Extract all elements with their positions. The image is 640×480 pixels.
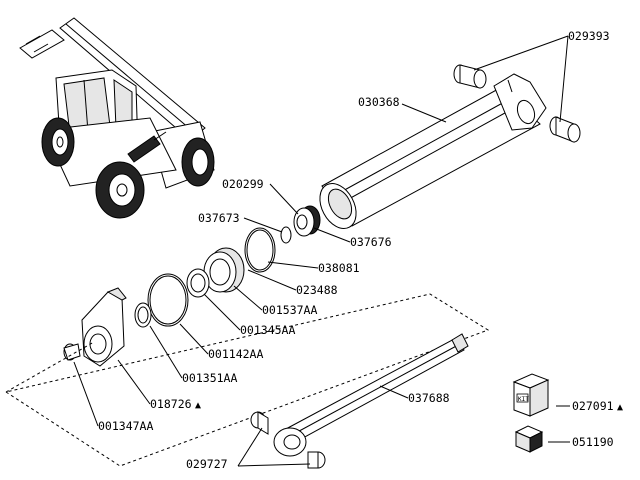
part-label-p001537: 001537AA xyxy=(262,303,317,317)
rod-assembly-boundary xyxy=(4,293,490,467)
kit-label: KIT xyxy=(518,396,529,403)
piston-rod xyxy=(250,333,469,469)
part-label-p023488: 023488 xyxy=(296,283,338,297)
part-label-p029393: 029393 xyxy=(568,29,610,43)
cylinder-barrel xyxy=(319,73,547,229)
seal-components xyxy=(134,205,321,328)
part-label-p001142: 001142AA xyxy=(208,347,263,361)
triangle-marker-icon: ▲ xyxy=(617,402,623,413)
part-label-p051190: 051190 xyxy=(572,435,614,449)
telehandler-illustration xyxy=(19,17,215,219)
leader-line-p001351 xyxy=(149,325,183,379)
leader-line-p037676 xyxy=(313,227,351,243)
leader-line-p037673 xyxy=(243,217,283,233)
leader-line-p020299 xyxy=(269,183,299,215)
leader-line-p029393 xyxy=(559,35,569,123)
bushing-pair-top xyxy=(453,64,581,143)
leader-line-p029393 xyxy=(473,35,569,71)
part-label-p037673: 037673 xyxy=(198,211,240,225)
part-label-p001347: 001347AA xyxy=(98,419,153,433)
part-label-p029727: 029727 xyxy=(186,457,228,471)
leader-line-p001537 xyxy=(233,285,263,311)
part-label-p038081: 038081 xyxy=(318,261,360,275)
leader-line-p037688 xyxy=(379,385,409,399)
seal-kit-box-icon: KIT xyxy=(512,373,550,417)
leader-line-p001345 xyxy=(203,293,241,331)
rod-kit-boundary xyxy=(5,341,95,393)
part-labels: 029393 030368 020299 037673 037676 038081 0234… xyxy=(98,29,623,471)
part-label-p037688: 037688 xyxy=(408,391,450,405)
part-label-p001345: 001345AA xyxy=(240,323,295,337)
leader-line-p018726 xyxy=(117,359,151,405)
grease-pack-icon xyxy=(514,425,544,453)
leader-line-p030368 xyxy=(401,103,447,123)
part-label-p018726: 018726 xyxy=(150,397,192,411)
leader-line-p023488 xyxy=(247,269,297,291)
part-label-p027091: 027091 xyxy=(572,399,614,413)
leader-line-p001347 xyxy=(73,361,99,427)
leader-line-p029727 xyxy=(237,427,263,467)
leader-line-p001142 xyxy=(179,323,209,355)
part-label-p020299: 020299 xyxy=(222,177,264,191)
leader-line-p038081 xyxy=(267,261,319,269)
leader-line-p029727 xyxy=(237,463,311,467)
triangle-marker-icon: ▲ xyxy=(195,400,201,411)
piston-head xyxy=(63,287,127,367)
part-label-p037676: 037676 xyxy=(350,235,392,249)
leader-lines xyxy=(73,35,570,467)
part-label-p030368: 030368 xyxy=(358,95,400,109)
part-label-p001351: 001351AA xyxy=(182,371,237,385)
